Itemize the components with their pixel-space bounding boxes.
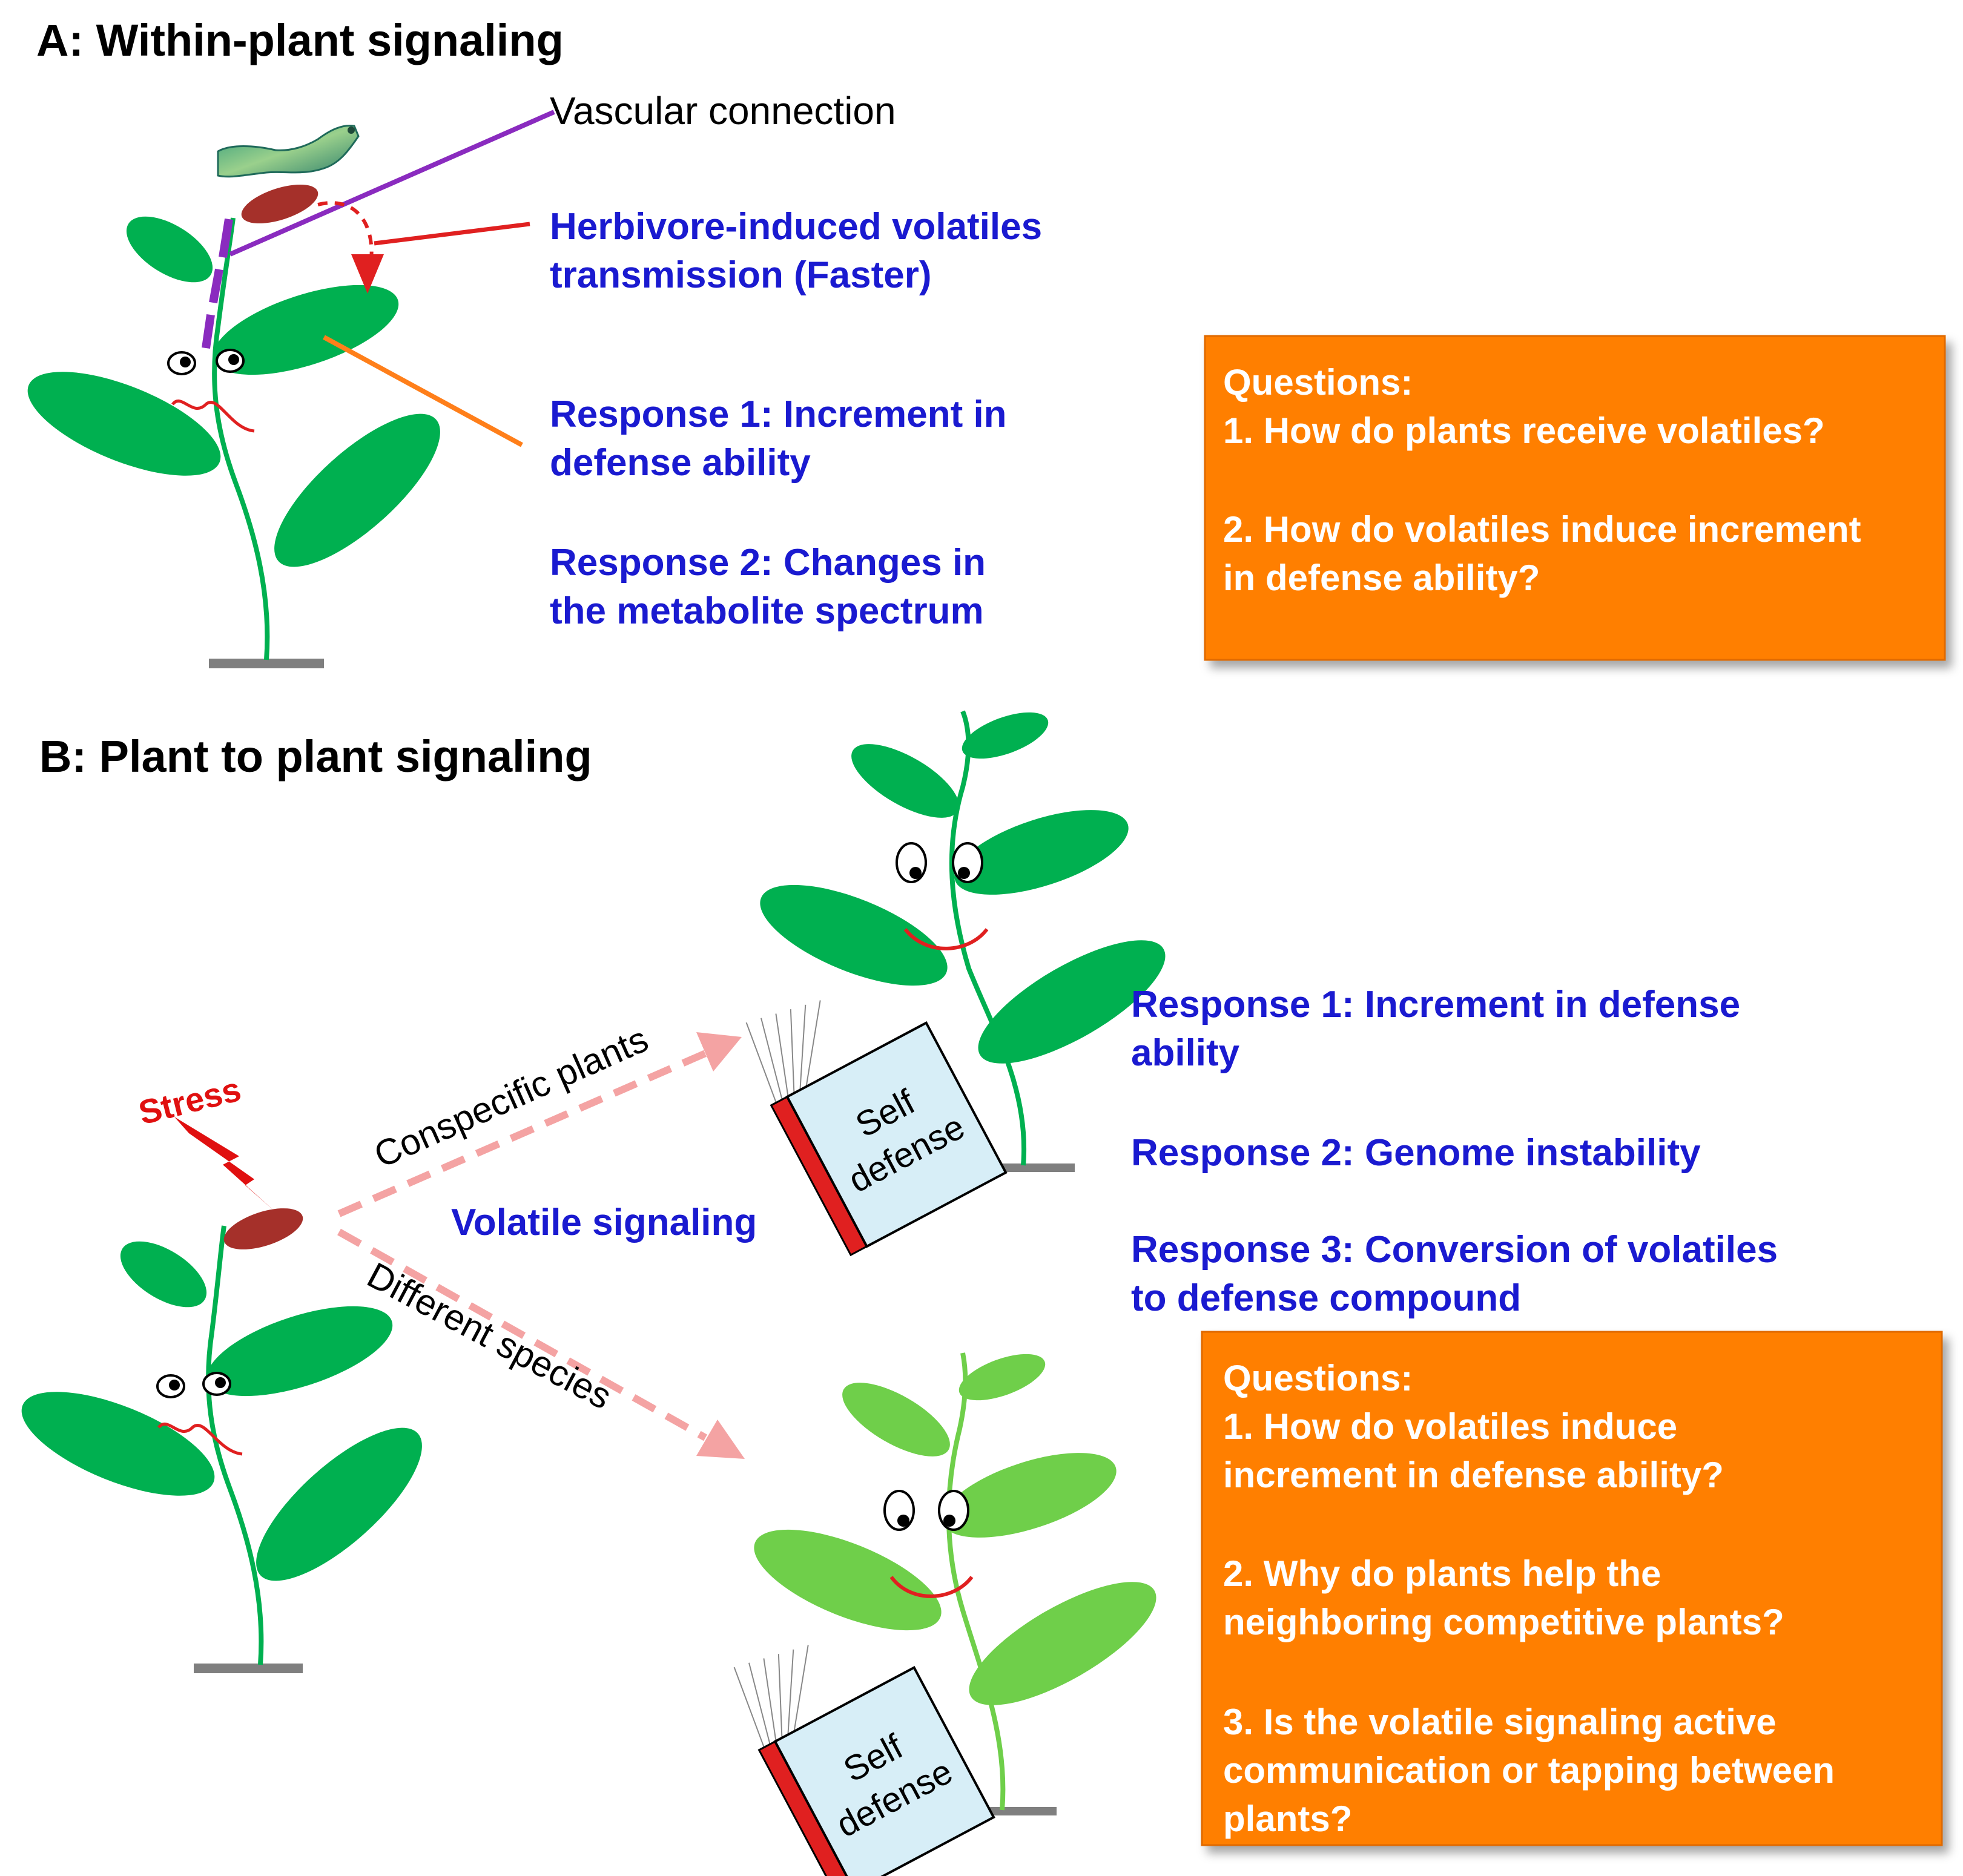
a-response1-line2: defense ability [550, 442, 811, 484]
plant-eyes [896, 842, 983, 883]
response-pointer-line [323, 335, 523, 447]
plant-smile [903, 928, 989, 950]
question-1-line1: 1. How do volatiles induce [1223, 1406, 1677, 1447]
volatile-arrowhead [351, 254, 384, 294]
leaf [978, 940, 1166, 1064]
conspecific-arrow [337, 1050, 707, 1217]
lightning-icon [174, 1117, 275, 1212]
question-1: 1. How do plants receive volatiles? [1223, 410, 1825, 451]
conspecific-arrowhead [696, 1032, 742, 1071]
damaged-leaf [241, 184, 318, 224]
plant-stem [212, 217, 270, 660]
leaf [120, 1241, 207, 1308]
leaf [842, 1383, 950, 1456]
book-icon: Self defense [745, 1000, 1008, 1257]
question-2-line2: neighboring competitive plants? [1223, 1602, 1784, 1642]
leaf [126, 216, 213, 283]
different-species-arrow [337, 1228, 707, 1441]
b-response3-line2: to defense compound [1131, 1277, 1521, 1319]
plant-stem [206, 1225, 264, 1665]
b-response1-line2: ability [1131, 1032, 1240, 1074]
leaf [21, 1392, 215, 1496]
stress-label: Stress [135, 1070, 245, 1132]
questions-heading: Questions: [1223, 1358, 1413, 1398]
panel-a-title: A: Within-plant signaling [36, 15, 564, 65]
leaf [754, 1529, 942, 1631]
plant-stem [946, 1352, 1006, 1811]
book-icon: Self defense [733, 1645, 995, 1876]
leaf [256, 1427, 422, 1581]
leaf [760, 884, 948, 986]
question-3-line1: 3. Is the volatile signaling active [1223, 1702, 1777, 1742]
question-3-line3: plants? [1223, 1799, 1352, 1839]
different-species-arrowhead [696, 1420, 745, 1459]
damaged-leaf [223, 1208, 303, 1249]
vascular-label: Vascular connection [550, 89, 896, 133]
ground-bar [194, 1664, 303, 1673]
questions-box-b: Questions: 1. How do volatiles induce in… [1201, 1331, 1943, 1846]
b-response2: Response 2: Genome instability [1131, 1132, 1701, 1174]
a-response2-line1: Response 2: Changes in [550, 542, 986, 584]
leaf [958, 1354, 1046, 1401]
plant-a [27, 184, 440, 668]
plant-eyes [883, 1490, 969, 1531]
volatiles-pointer-line [374, 222, 530, 246]
conspecific-plant: Self defense [745, 710, 1166, 1257]
leaf [969, 1582, 1156, 1705]
leaf [206, 1306, 393, 1397]
volatiles-label-line2: transmission (Faster) [550, 254, 932, 296]
caterpillar-icon [217, 124, 360, 178]
leaf [851, 744, 959, 818]
b-response3-line1: Response 3: Conversion of volatiles [1131, 1229, 1778, 1271]
question-2-line2: in defense ability? [1223, 558, 1540, 598]
leaf [954, 810, 1129, 895]
different-species-plant: Self defense [733, 1352, 1156, 1876]
vascular-segment [209, 268, 223, 304]
leaf [962, 712, 1049, 759]
b-response1-line1: Response 1: Increment in defense [1131, 984, 1740, 1025]
volatiles-label-line1: Herbivore-induced volatiles [550, 206, 1042, 248]
questions-box-a: Questions: 1. How do plants receive vola… [1204, 335, 1946, 661]
question-1-line2: increment in defense ability? [1223, 1455, 1724, 1495]
a-response2-line2: the metabolite spectrum [550, 590, 984, 632]
leaf [942, 1453, 1117, 1538]
question-2-line1: 2. Why do plants help the [1223, 1553, 1661, 1594]
different-species-label: Different species [361, 1254, 618, 1417]
vascular-segment [219, 218, 233, 258]
a-response1-line1: Response 1: Increment in [550, 393, 1007, 435]
plant-smile [889, 1576, 974, 1598]
stressed-plant [21, 1208, 422, 1673]
leaf [274, 413, 440, 567]
panel-a: A: Within-plant signaling [27, 15, 1946, 668]
question-2-line1: 2. How do volatiles induce increment [1223, 509, 1861, 550]
plant-mouth [157, 1422, 243, 1456]
leaf [27, 372, 221, 476]
questions-heading: Questions: [1223, 362, 1413, 403]
vascular-pointer-line [229, 110, 555, 257]
plant-mouth [171, 399, 255, 433]
volatile-signaling-label: Volatile signaling [451, 1202, 757, 1243]
panel-b: B: Plant to plant signaling Stress [21, 710, 1943, 1876]
plant-eyes [156, 1372, 231, 1398]
plant-eyes [167, 349, 245, 375]
panel-b-title: B: Plant to plant signaling [39, 731, 592, 782]
question-3-line2: communication or tapping between [1223, 1750, 1835, 1791]
leaf [213, 285, 399, 375]
vascular-segment [202, 314, 215, 349]
conspecific-label: Conspecific plants [368, 1019, 654, 1176]
volatile-transmission-arrow [317, 201, 374, 285]
ground-bar [209, 659, 324, 668]
